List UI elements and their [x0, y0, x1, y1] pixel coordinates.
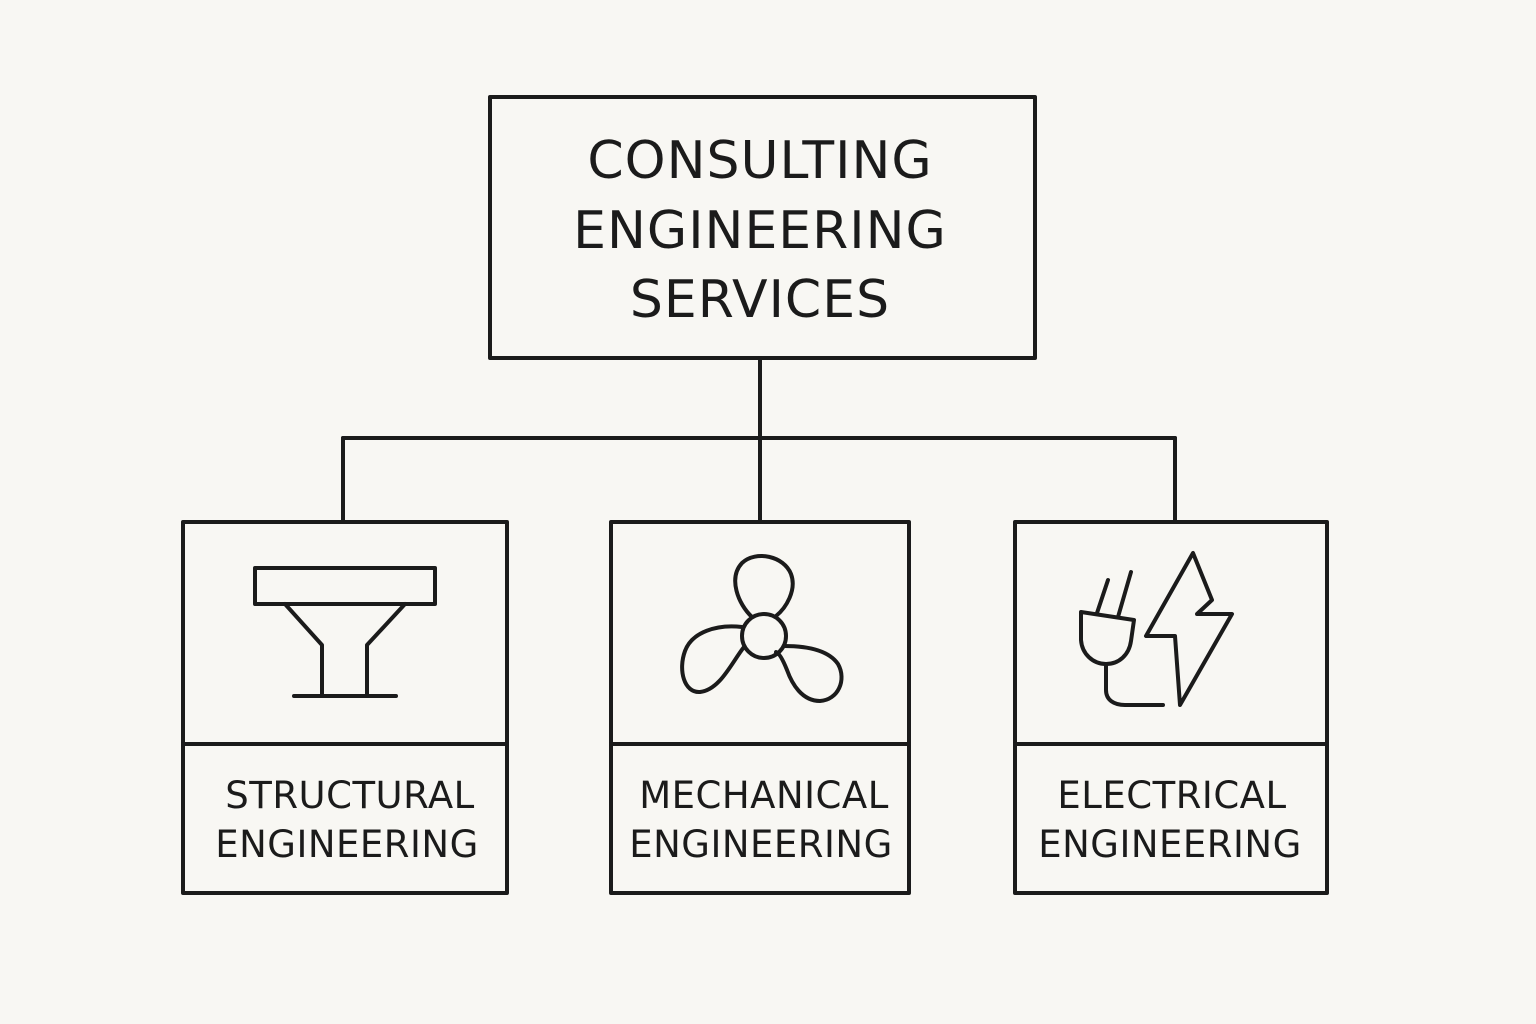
fan-icon [680, 554, 844, 703]
mechanical-label-line-2: ENGINEERING [629, 823, 893, 866]
root-node: CONSULTING ENGINEERING SERVICES [488, 95, 1037, 360]
root-label-line-2: ENGINEERING [573, 201, 947, 261]
plug-lightning-icon [1079, 551, 1234, 707]
root-label-line-1: CONSULTING [587, 131, 932, 191]
electrical-label-line-1: ELECTRICAL [1057, 774, 1286, 817]
child-node-mechanical: MECHANICAL ENGINEERING [609, 520, 911, 895]
electrical-label-line-2: ENGINEERING [1038, 823, 1302, 866]
connector-lines [341, 356, 1177, 524]
child-node-electrical: ELECTRICAL ENGINEERING [1013, 520, 1329, 895]
mechanical-label-line-1: MECHANICAL [639, 774, 889, 817]
structural-label-line-1: STRUCTURAL [225, 774, 475, 817]
electrical-box [1013, 520, 1329, 895]
structural-label-line-2: ENGINEERING [215, 823, 479, 866]
mechanical-box [609, 520, 911, 895]
child-node-structural: STRUCTURAL ENGINEERING [181, 520, 509, 895]
structural-box [181, 520, 509, 895]
root-label-line-3: SERVICES [630, 270, 890, 330]
root-box [488, 95, 1037, 360]
structural-beam-icon [253, 566, 437, 698]
